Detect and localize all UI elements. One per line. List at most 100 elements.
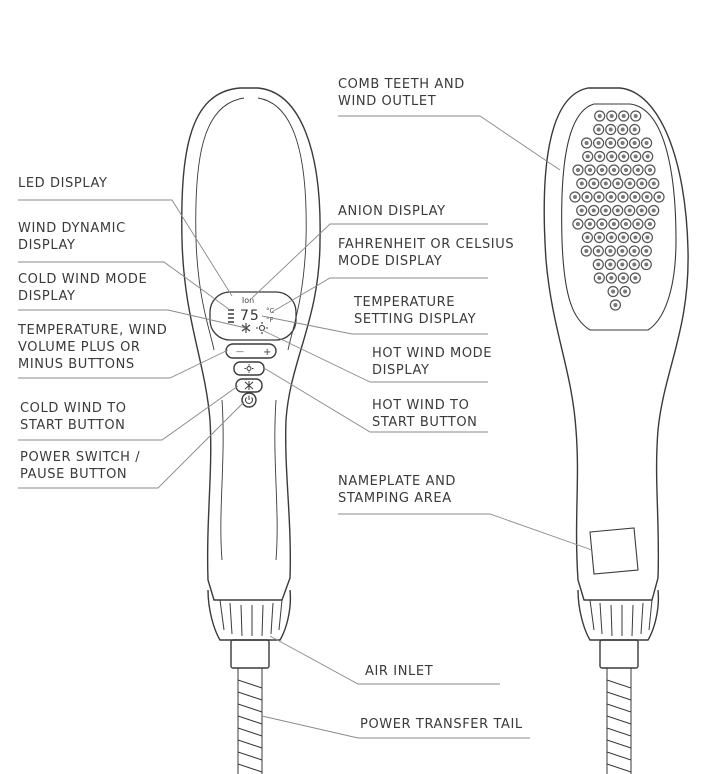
plus-symbol: + — [263, 347, 271, 358]
hot-wind-start-button[interactable] — [233, 361, 265, 376]
comb-tooth — [616, 245, 628, 257]
label-comb-teeth-line1: COMB TEETH AND — [338, 77, 465, 92]
comb-tooth — [569, 191, 581, 203]
back-power-tail — [606, 668, 632, 774]
label-fahrenheit-celsius-line1: FAHRENHEIT OR CELSIUS — [338, 237, 515, 252]
front-vent-ring — [207, 589, 292, 641]
label-power-tail: POWER TRANSFER TAIL — [360, 716, 523, 733]
comb-tooth — [592, 137, 605, 149]
comb-tooth — [653, 191, 665, 203]
wind-dynamic-bars — [228, 309, 234, 323]
comb-tooth — [629, 191, 641, 203]
minus-symbol: — — [236, 347, 244, 356]
comb-tooth — [628, 137, 641, 149]
comb-tooth — [594, 150, 606, 163]
comb-tooth — [648, 204, 660, 217]
celsius-unit: °C — [266, 307, 275, 315]
comb-pad — [561, 103, 677, 331]
hot-wind-button-sun-icon — [244, 364, 254, 373]
comb-tooth — [617, 123, 629, 136]
comb-tooth — [609, 299, 622, 311]
label-temperature-setting-line2: SETTING DISPLAY — [354, 312, 477, 327]
comb-tooth — [630, 110, 642, 122]
label-fahrenheit-celsius: FAHRENHEIT OR CELSIUS MODE DISPLAY — [338, 236, 514, 270]
label-anion-line1: ANION DISPLAY — [338, 204, 446, 219]
leader-air-inlet — [269, 635, 500, 685]
label-wind-dynamic-line2: DISPLAY — [18, 238, 76, 253]
comb-tooth — [641, 231, 654, 244]
comb-tooth — [632, 218, 644, 230]
comb-tooth — [592, 245, 604, 257]
temperature-value: 75 — [240, 308, 260, 324]
comb-tooth — [629, 231, 642, 244]
comb-tooth — [572, 218, 584, 230]
front-brush — [181, 87, 321, 774]
label-cold-wind-mode-line2: DISPLAY — [18, 289, 76, 304]
comb-tooth — [594, 110, 606, 122]
label-hot-wind-mode-line2: DISPLAY — [372, 363, 430, 378]
label-power-tail-line1: POWER TRANSFER TAIL — [360, 717, 523, 732]
comb-tooth — [581, 191, 593, 203]
label-fahrenheit-celsius-line2: MODE DISPLAY — [338, 254, 443, 269]
comb-tooth — [640, 137, 653, 149]
comb-tooth — [593, 191, 605, 203]
comb-tooth — [612, 177, 624, 190]
comb-tooth — [640, 245, 652, 257]
comb-tooth — [600, 177, 612, 190]
comb-tooth — [619, 285, 631, 298]
nameplate-area — [589, 527, 639, 575]
label-nameplate: NAMEPLATE AND STAMPING AREA — [338, 473, 456, 507]
comb-tooth — [581, 231, 594, 244]
comb-tooth — [605, 231, 618, 244]
power-button[interactable] — [241, 392, 257, 408]
comb-tooth — [584, 164, 596, 176]
front-handle-grip — [220, 399, 278, 561]
comb-tooth — [572, 164, 584, 176]
label-temperature-setting-line1: TEMPERATURE — [354, 295, 456, 310]
comb-tooth — [630, 150, 642, 163]
comb-tooth — [607, 285, 619, 298]
label-wind-dynamic: WIND DYNAMIC DISPLAY — [18, 220, 126, 254]
label-air-inlet-line1: AIR INLET — [365, 664, 434, 679]
lcd-panel — [209, 291, 297, 341]
cold-wind-button-snowflake-icon — [244, 381, 254, 390]
comb-tooth — [644, 218, 656, 230]
comb-tooth — [628, 258, 640, 271]
label-nameplate-line1: NAMEPLATE AND — [338, 474, 457, 489]
comb-tooth — [648, 177, 660, 190]
comb-tooth — [596, 164, 608, 176]
label-temp-wind-buttons: TEMPERATURE, WIND VOLUME PLUS OR MINUS B… — [18, 322, 167, 373]
comb-tooth — [629, 272, 641, 284]
comb-tooth — [604, 258, 616, 271]
comb-tooth — [636, 204, 648, 217]
comb-tooth — [605, 272, 617, 284]
comb-tooth — [604, 137, 617, 149]
label-cold-wind-start: COLD WIND TO START BUTTON — [20, 400, 127, 434]
front-vent-slots — [219, 599, 283, 637]
back-brush — [543, 87, 689, 774]
comb-teeth-grid — [569, 110, 665, 311]
label-power-switch-line1: POWER SWITCH / — [20, 450, 141, 465]
front-brush-outline — [181, 87, 321, 601]
comb-tooth — [624, 177, 636, 190]
comb-tooth — [617, 231, 630, 244]
leader-cold-wind-mode — [18, 309, 247, 329]
front-air-inlet — [230, 639, 270, 669]
front-head-inner — [195, 97, 307, 351]
label-led-display: LED DISPLAY — [18, 175, 108, 192]
front-power-tail — [237, 668, 263, 774]
comb-tooth — [580, 137, 593, 149]
comb-tooth — [641, 191, 653, 203]
ion-text: Ion — [242, 296, 254, 305]
label-temp-wind-buttons-line3: MINUS BUTTONS — [18, 357, 135, 372]
label-comb-teeth-line2: WIND OUTLET — [338, 94, 437, 109]
cold-wind-start-button[interactable] — [235, 378, 263, 393]
comb-tooth — [618, 150, 630, 163]
label-cold-wind-start-line2: START BUTTON — [20, 418, 126, 433]
comb-tooth — [588, 177, 600, 190]
leader-cold-wind-start — [18, 385, 239, 441]
leader-hot-wind-start — [263, 367, 488, 433]
label-hot-wind-start-line1: HOT WIND TO — [372, 398, 470, 413]
leader-hot-wind-mode — [261, 329, 488, 383]
back-vent-slots — [589, 599, 653, 637]
